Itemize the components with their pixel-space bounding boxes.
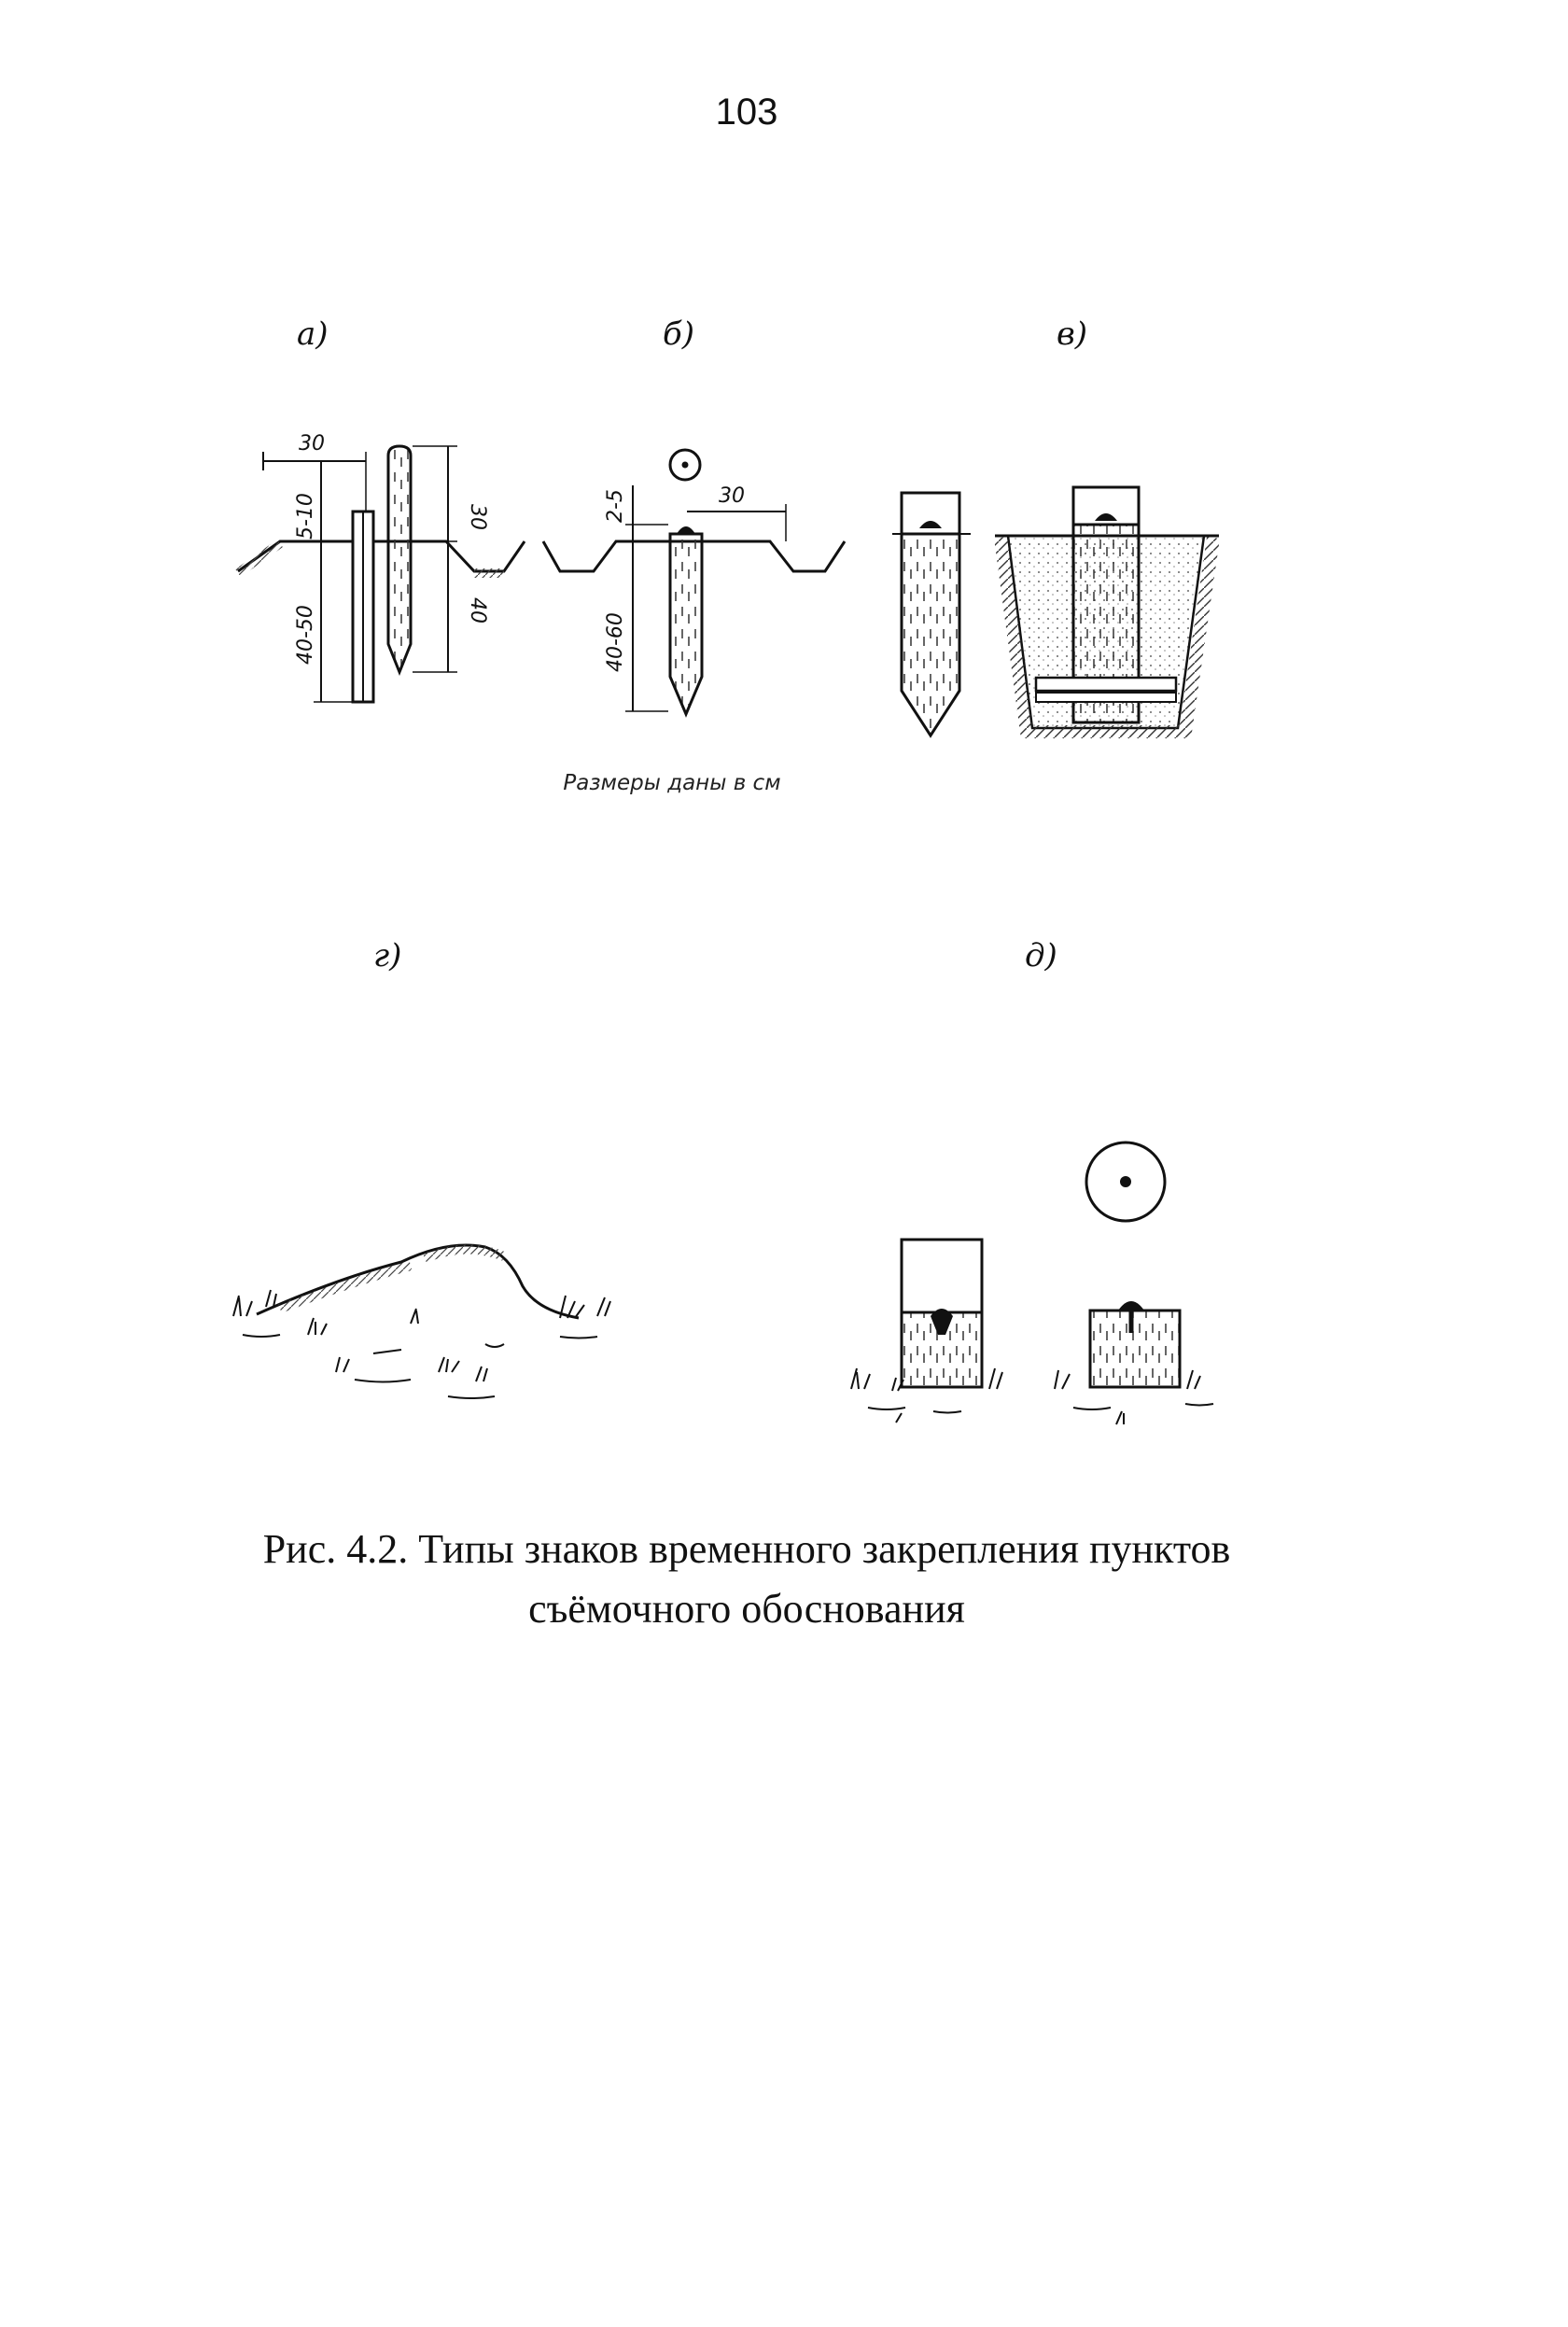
- panel-label-a: а): [297, 315, 329, 353]
- diagram-a: 30 5-10 40-50 30 40: [235, 432, 526, 704]
- mound-g: [256, 1243, 580, 1320]
- page-number: 103: [715, 91, 778, 133]
- stake-b: [668, 532, 704, 718]
- dim-b-depth: 40-60: [604, 612, 627, 672]
- caption-line-1: Рис. 4.2. Типы знаков временного закрепл…: [262, 1526, 1231, 1572]
- dim-a-stake-bottom: 40: [466, 597, 489, 624]
- diagram-d: [850, 1141, 1214, 1425]
- dim-b-offset: 30: [719, 484, 745, 508]
- units-note: Размеры даны в см: [563, 771, 781, 795]
- dim-a-depth: 40-50: [294, 605, 317, 665]
- diagram-b: 2-5 30 40-60: [541, 448, 847, 718]
- grass-g: [232, 1289, 611, 1399]
- panel-label-g: г): [373, 937, 402, 974]
- dim-b-above: 2-5: [604, 489, 627, 523]
- dim-a-width: 30: [299, 432, 325, 456]
- diagram-v: [892, 485, 1220, 738]
- panel-label-d: д): [1025, 937, 1057, 974]
- label-block-d: [900, 1238, 984, 1314]
- grass-d: [850, 1367, 1214, 1425]
- panel-label-b: б): [663, 315, 695, 353]
- figure-caption: Рис. 4.2. Типы знаков временного закрепл…: [0, 1520, 1493, 1639]
- caption-line-2: съёмочного обоснования: [528, 1586, 965, 1632]
- diagram-g: [232, 1243, 611, 1399]
- dim-a-above: 5-10: [294, 493, 317, 540]
- stake-a: [386, 444, 413, 677]
- dim-a-stake-top: 30: [466, 504, 489, 530]
- crossbar-v: [1034, 676, 1178, 693]
- panel-label-v: в): [1057, 315, 1088, 353]
- stump-d-right: [1088, 1309, 1182, 1389]
